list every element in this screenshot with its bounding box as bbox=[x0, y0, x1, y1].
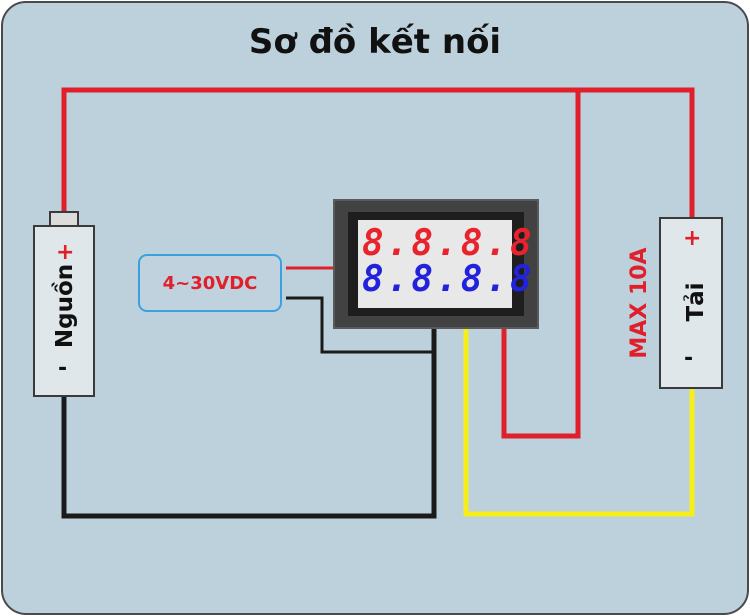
source-plus-sign: + bbox=[56, 240, 75, 265]
supply-voltage-box: 4~30VDC bbox=[138, 254, 282, 312]
wire-yellow-load bbox=[463, 328, 695, 517]
wire-red-meter-loop bbox=[501, 90, 581, 439]
source-label: Nguồn bbox=[52, 263, 78, 349]
meter-display-screen bbox=[358, 220, 512, 308]
load-label: Tải bbox=[683, 282, 709, 322]
wire-red-main bbox=[61, 87, 695, 220]
supply-voltage-label: 4~30VDC bbox=[162, 272, 258, 294]
load-plus-sign: + bbox=[683, 226, 702, 251]
meter-bottom-display: 8.8.8.8 bbox=[362, 259, 535, 300]
wire-black-ground bbox=[61, 328, 437, 519]
load-minus-sign: - bbox=[684, 346, 694, 371]
wire-black-meter-supply bbox=[286, 296, 434, 354]
source-minus-sign: - bbox=[58, 356, 68, 381]
meter-top-display: 8.8.8.8 bbox=[362, 223, 535, 264]
source-battery-body bbox=[33, 225, 95, 397]
max-current-label: MAX 10A bbox=[627, 247, 652, 359]
load-body bbox=[659, 217, 723, 389]
diagram-title: Sơ đồ kết nối bbox=[248, 22, 502, 62]
